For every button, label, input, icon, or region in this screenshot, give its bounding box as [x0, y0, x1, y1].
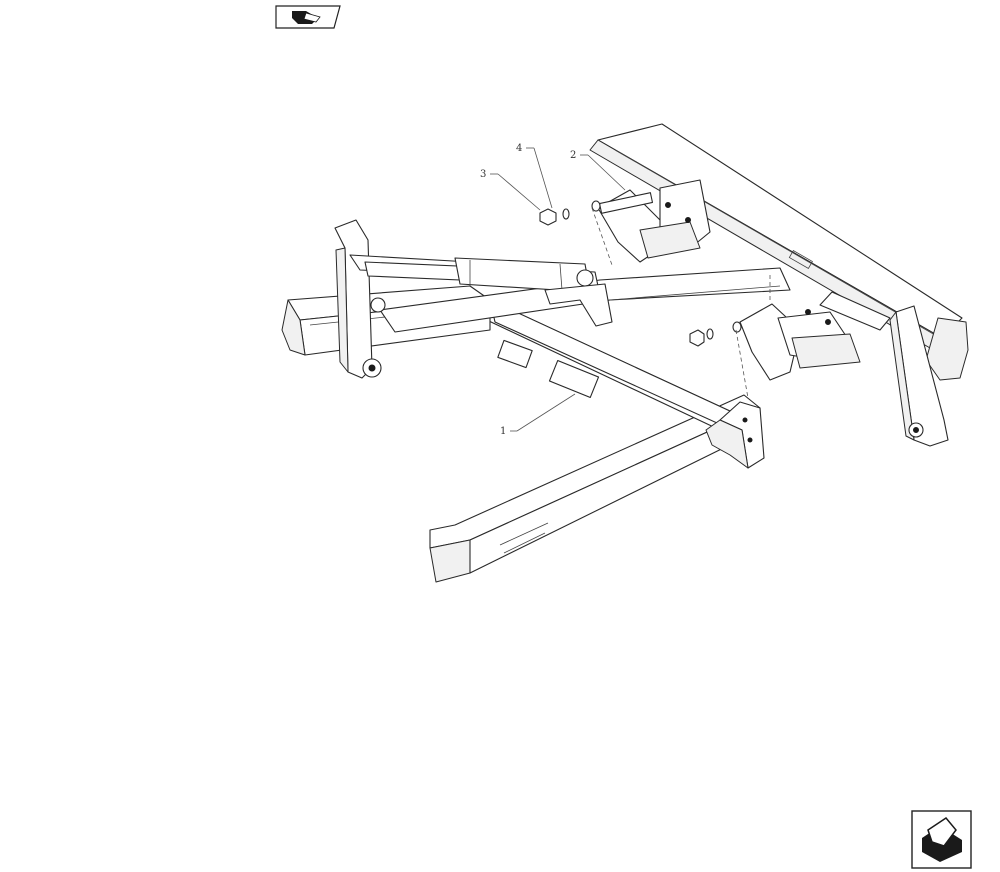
frame-assembly	[281, 123, 969, 583]
callout-label-3: 3	[480, 169, 486, 180]
next-page-icon[interactable]	[911, 810, 972, 869]
callout-2: 2	[570, 150, 626, 191]
callout-3: 3	[480, 169, 541, 211]
callout-1: 1	[500, 393, 576, 437]
callout-label-1: 1	[500, 426, 506, 437]
callout-4: 4	[516, 143, 553, 209]
previous-page-icon[interactable]	[275, 5, 341, 29]
callout-label-4: 4	[516, 143, 522, 154]
callout-label-2: 2	[570, 150, 576, 161]
